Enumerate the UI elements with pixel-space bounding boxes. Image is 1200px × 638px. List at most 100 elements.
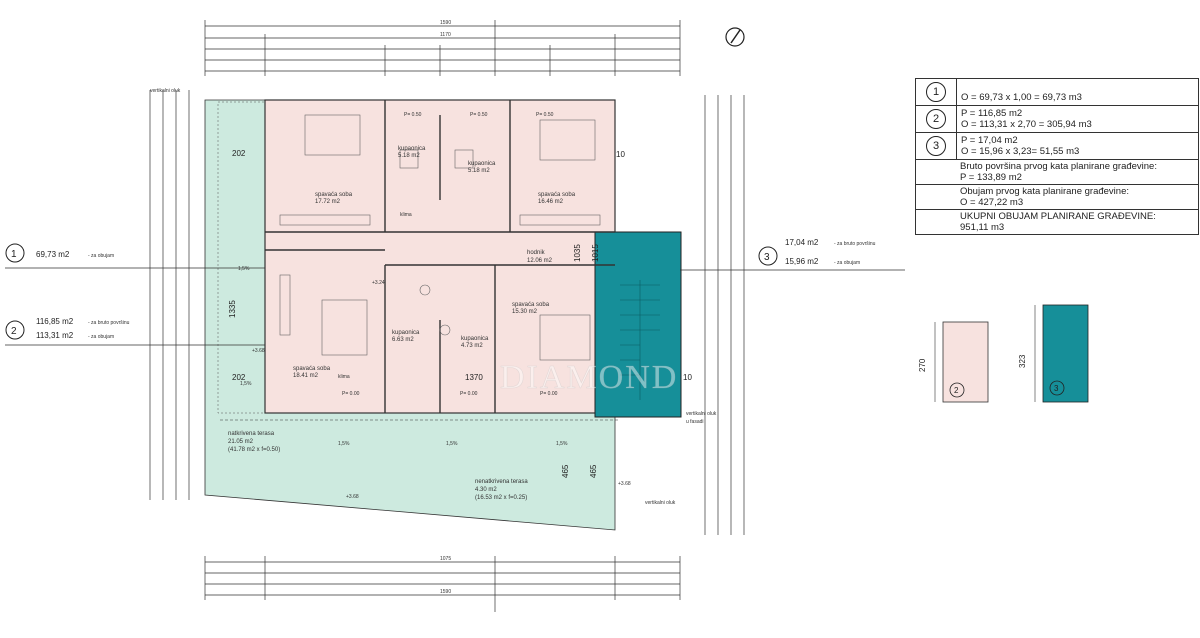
dim-1370: 1370 — [465, 373, 483, 382]
legend-marker-2: 2 — [926, 109, 946, 129]
legend-ukupni-value: 951,11 m3 — [960, 222, 1005, 233]
room-name: kupaonica — [468, 161, 496, 167]
room-area: 18.41 m2 — [293, 373, 319, 379]
dim-465-left: 465 — [561, 464, 570, 478]
level-368: +3.68 — [618, 481, 631, 487]
legend-line: O = 15,96 x 3,23= 51,55 m3 — [961, 146, 1080, 157]
marker-2-area2: 113,31 m2 — [36, 331, 74, 340]
vert-oluk-facade-2: u fasadi — [686, 419, 704, 425]
legend-line: O = 69,73 x 1,00 = 69,73 m3 — [961, 92, 1082, 103]
section-marker-3: 3 — [1054, 384, 1059, 393]
room-name: kupaonica — [461, 336, 489, 342]
room-labels: kupaonica 5.18 m2 kupaonica 5.18 m2 spav… — [293, 146, 576, 379]
watermark: DIAMOND — [500, 359, 678, 396]
top-dim-total: 1590 — [440, 20, 451, 26]
p-000: P= 0.00 — [540, 391, 558, 397]
legend-line: P = 116,85 m2 — [961, 108, 1023, 119]
legend-row-2: 2 P = 116,85 m2 O = 113,31 x 2,70 = 305,… — [916, 106, 1198, 133]
marker-2: 2 116,85 m2 - za bruto površinu 113,31 m… — [5, 317, 130, 340]
marker-1: 1 69,73 m2 - za obujam — [5, 243, 114, 263]
covered-terrace-name: natkrivena terasa — [228, 431, 275, 437]
room-name: spavaća soba — [538, 192, 576, 198]
level-368: +3.68 — [252, 348, 265, 354]
room-area: 5.18 m2 — [468, 168, 490, 174]
dim-202-bottom: 202 — [232, 373, 246, 382]
marker-1-num: 1 — [11, 249, 17, 260]
legend-row-3: 3 P = 17,04 m2 O = 15,96 x 3,23= 51,55 m… — [916, 133, 1198, 160]
uncovered-terrace-note: (16.53 m2 x f=0.25) — [475, 495, 527, 501]
marker-1-note: - za obujam — [88, 253, 114, 259]
vert-oluk-facade-1: vertikalni oluk — [686, 411, 717, 417]
interior-walls — [265, 100, 615, 413]
p-050: P= 0.50 — [404, 112, 422, 118]
room-name: spavaća soba — [293, 366, 331, 372]
dim-1335: 1335 — [228, 300, 237, 318]
staircase-steps — [620, 280, 660, 400]
room-name: kupaonica — [398, 146, 426, 152]
marker-2-area1: 116,85 m2 — [36, 317, 74, 326]
room-area: 12.06 m2 — [527, 258, 553, 264]
p-000: P= 0.00 — [342, 391, 360, 397]
room-name: hodnik — [527, 250, 546, 256]
room-name: spavaća soba — [315, 192, 353, 198]
room-area: 6.63 m2 — [392, 337, 414, 343]
slope-label: 1,5% — [446, 441, 458, 447]
legend-ukupni-label: UKUPNI OBUJAM PLANIRANE GRAĐEVINE: — [960, 211, 1156, 222]
staircase-block — [594, 231, 682, 418]
terrace-strip — [217, 101, 266, 414]
north-arrow-icon — [725, 27, 745, 47]
dim-10-top: 10 — [616, 150, 625, 159]
left-dimension-lines — [149, 90, 190, 500]
bottom-dimension-lines — [204, 556, 681, 612]
klima-label: klima — [400, 212, 412, 218]
legend-bruto-label: Bruto površina prvog kata planirane građ… — [960, 161, 1157, 172]
legend-line: O = 113,31 x 2,70 = 305,94 m3 — [961, 119, 1092, 130]
p-050: P= 0.50 — [536, 112, 554, 118]
section-height-323: 323 — [1018, 354, 1027, 368]
dim-10-bottom: 10 — [683, 373, 692, 382]
legend-bruto: Bruto površina prvog kata planirane građ… — [916, 160, 1198, 185]
marker-3-area2: 15,96 m2 — [785, 257, 819, 266]
legend-marker-1: 1 — [926, 82, 946, 102]
uncovered-terrace-area: 4.30 m2 — [475, 487, 497, 493]
legend-obujam-value: O = 427,22 m3 — [960, 197, 1024, 208]
legend-obujam: Obujam prvog kata planirane građevine: O… — [916, 185, 1198, 210]
uncovered-terrace-name: nenatkrivena terasa — [475, 479, 528, 485]
dim-465-right: 465 — [589, 464, 598, 478]
furniture — [279, 114, 601, 361]
p-000: P= 0.00 — [460, 391, 478, 397]
dim-1015: 1015 — [591, 244, 600, 262]
p-050: P= 0.50 — [470, 112, 488, 118]
marker-3: 3 17,04 m2 - za bruto površinu 15,96 m2 … — [758, 238, 876, 266]
slope-label: 1,5% — [556, 441, 568, 447]
dim-202-top: 202 — [232, 149, 246, 158]
bot-dim-total: 1590 — [440, 589, 451, 595]
section-marker-2: 2 — [954, 386, 959, 395]
level-368: +3.68 — [346, 494, 359, 500]
legend-table: 1 O = 69,73 x 1,00 = 69,73 m3 2 P = 116,… — [915, 78, 1199, 235]
marker-3-note1: - za bruto površinu — [834, 241, 876, 247]
covered-terrace-area: 21.05 m2 — [228, 439, 254, 445]
annotations: vertikalni oluk vertikalni oluk u fasadi… — [150, 88, 717, 506]
vert-oluk-top: vertikalni oluk — [150, 88, 181, 94]
room-area: 17.72 m2 — [315, 199, 341, 205]
room-area: 16.46 m2 — [538, 199, 564, 205]
legend-marker-3: 3 — [926, 136, 946, 156]
marker-2-num: 2 — [11, 326, 17, 337]
level-324: +3.24 — [372, 280, 385, 286]
room-name: kupaonica — [392, 330, 420, 336]
legend-line — [961, 81, 1194, 92]
terrace-labels: natkrivena terasa 21.05 m2 (41.78 m2 x f… — [228, 431, 528, 501]
legend-bruto-value: P = 133,89 m2 — [960, 172, 1022, 183]
legend-line: P = 17,04 m2 — [961, 135, 1018, 146]
klima-label: klima — [338, 374, 350, 380]
top-dimension-lines — [204, 20, 681, 76]
vert-oluk-bottom: vertikalni oluk — [645, 500, 676, 506]
slope-label: 1,5% — [238, 266, 250, 272]
legend-obujam-label: Obujam prvog kata planirane građevine: — [960, 186, 1129, 197]
top-dim-1170: 1170 — [440, 32, 451, 38]
bot-dim-1075: 1075 — [440, 556, 451, 562]
legend-ukupni: UKUPNI OBUJAM PLANIRANE GRAĐEVINE: 951,1… — [916, 210, 1198, 234]
slope-label: 1,5% — [338, 441, 350, 447]
marker-3-note2: - za obujam — [834, 260, 860, 266]
